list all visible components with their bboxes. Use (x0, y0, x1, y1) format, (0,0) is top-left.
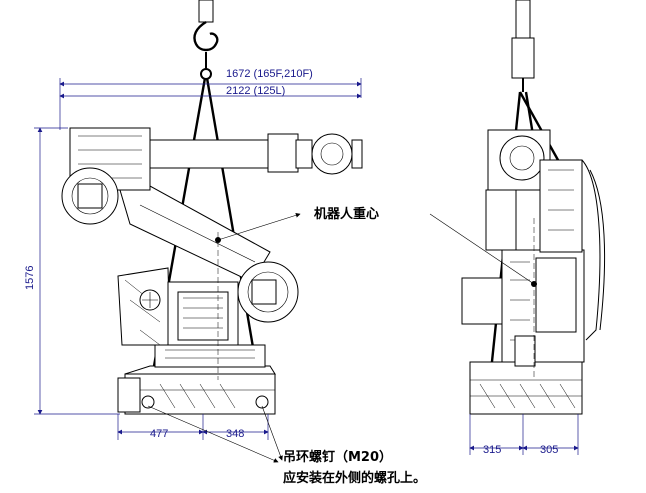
cog-label: 机器人重心 (314, 206, 379, 222)
robot-base-front (117, 365, 276, 415)
arm-side (485, 129, 583, 253)
robot-body-front (117, 267, 266, 368)
dim-base-right: 348 (226, 428, 244, 440)
cog-marker-front (215, 212, 301, 380)
robot-base-side (469, 361, 583, 415)
eyebolt-leaders (147, 405, 283, 463)
dim-width-top-1: 1672 (165F,210F) (226, 68, 313, 80)
upper-arm-front (61, 127, 363, 225)
front-view (34, 0, 363, 440)
dimension-lines-side (469, 414, 579, 455)
eyebolt-label-line2: 应安装在外侧的螺孔上。 (283, 470, 426, 486)
crane-hook-side (511, 0, 535, 92)
cog-marker-side (429, 213, 537, 380)
dimension-lines-front (34, 78, 362, 440)
dim-height-left: 1576 (24, 266, 36, 290)
eyebolt-label-line1: 吊环螺钉（M20） (283, 449, 392, 465)
dim-side-left: 315 (483, 444, 501, 456)
dim-base-left: 477 (150, 428, 168, 440)
side-view (429, 0, 606, 455)
robot-body-side (461, 159, 606, 367)
dim-side-right: 305 (540, 444, 558, 456)
crane-hook-front (193, 0, 219, 80)
dim-width-top-2: 2122 (125L) (226, 85, 285, 97)
